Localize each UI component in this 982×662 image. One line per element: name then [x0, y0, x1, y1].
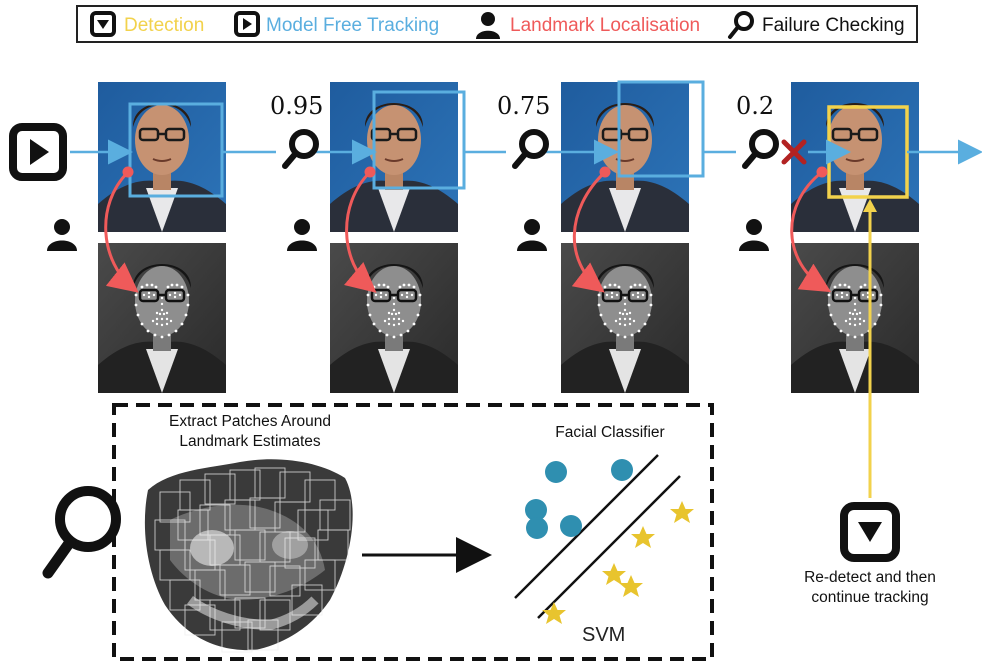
magnifier-icon — [745, 132, 776, 166]
legend-detection: Detection — [124, 15, 205, 36]
star-icon — [631, 526, 655, 548]
person-icon — [739, 219, 769, 251]
tracking-box-3 — [617, 80, 705, 178]
frame-4-color — [789, 80, 921, 234]
score-1: 0.95 — [270, 92, 324, 120]
magnifier-icon — [285, 132, 316, 166]
person-icon — [47, 219, 77, 251]
svm-label: SVM — [582, 624, 626, 646]
landmark-arrows — [104, 166, 832, 293]
failure-check-panel — [112, 403, 714, 661]
patch-title-line2: Landmark Estimates — [179, 433, 321, 450]
legend-tracking: Model Free Tracking — [266, 15, 440, 36]
redetect-arrowhead — [863, 199, 877, 212]
magnifier-icon — [42, 486, 121, 579]
score-3: 0.2 — [736, 92, 775, 120]
person-icon — [517, 219, 547, 251]
detection-icon — [840, 502, 900, 562]
legend-landmark: Landmark Localisation — [510, 15, 701, 36]
legend: Detection Model Free Tracking Landmark L… — [76, 5, 918, 43]
tracking-icon — [234, 11, 260, 37]
legend-failure: Failure Checking — [762, 15, 905, 36]
patch-title-line1: Extract Patches Around — [169, 413, 331, 430]
magnifier-icon — [515, 132, 546, 166]
redetect-caption: Re-detect and then continue tracking — [780, 568, 960, 608]
classifier-title: Facial Classifier — [555, 424, 665, 441]
frame-1-landmarks — [96, 241, 228, 395]
person-icon — [476, 12, 500, 39]
frame-2-landmarks — [328, 241, 460, 395]
person-icon — [287, 219, 317, 251]
star-icon — [670, 501, 694, 523]
patch-collage — [144, 459, 353, 653]
detection-icon — [90, 11, 116, 37]
star-icon — [602, 563, 626, 585]
cross-icon — [781, 139, 807, 165]
star-icon — [619, 575, 643, 597]
patch-title: Extract Patches Around Landmark Estimate… — [140, 412, 360, 452]
redetect-line1: Re-detect and then — [804, 569, 936, 586]
score-2: 0.75 — [497, 92, 551, 120]
frame-4-landmarks — [789, 241, 921, 395]
star-icon — [542, 602, 566, 624]
redetect-line2: continue tracking — [811, 589, 929, 606]
svm-classifier — [514, 454, 694, 624]
magnifier-icon — [728, 11, 754, 39]
tracking-icon — [9, 123, 67, 181]
